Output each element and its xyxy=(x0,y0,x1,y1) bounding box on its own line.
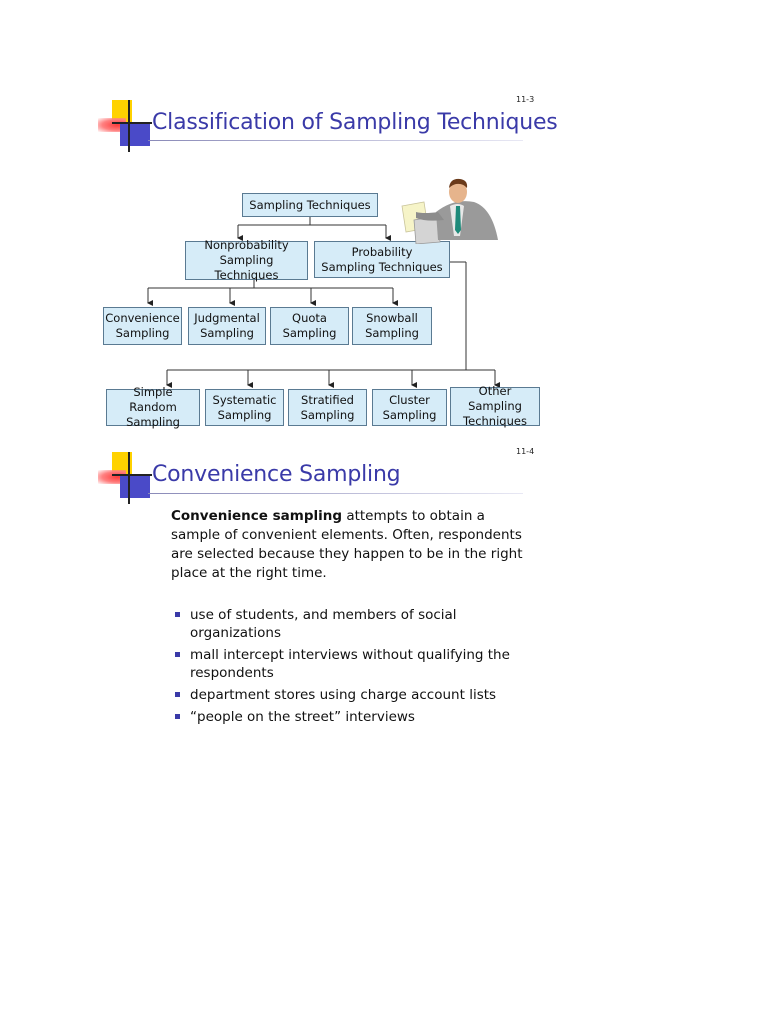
list-item: mall intercept interviews without qualif… xyxy=(172,646,532,682)
node-snowball: Snowball Sampling xyxy=(352,307,432,345)
bullet-square-icon xyxy=(175,692,180,697)
list-item: department stores using charge account l… xyxy=(172,686,532,704)
page-number: 11-4 xyxy=(516,447,535,456)
intro-bold-term: Convenience sampling xyxy=(171,508,343,524)
slide-classification: 11-3 Classification of Sampling Techniqu… xyxy=(0,0,768,440)
slide-logo-icon xyxy=(98,100,158,160)
node-cluster: Cluster Sampling xyxy=(372,389,447,426)
presenter-clipart-icon xyxy=(401,178,498,244)
node-nonprobability: Nonprobability Sampling Techniques xyxy=(185,238,308,282)
node-quota: Quota Sampling xyxy=(270,307,349,345)
list-item: “people on the street” interviews xyxy=(172,708,532,726)
node-judgmental: Judgmental Sampling xyxy=(188,307,266,345)
node-stratified: Stratified Sampling xyxy=(288,389,367,426)
bullet-square-icon xyxy=(175,612,180,617)
node-systematic: Systematic Sampling xyxy=(205,389,284,426)
title-underline xyxy=(148,493,523,494)
page-number: 11-3 xyxy=(516,95,535,104)
node-simple-random: Simple Random Sampling xyxy=(106,385,200,429)
slide-logo-icon xyxy=(98,452,158,512)
node-sampling-techniques: Sampling Techniques xyxy=(242,193,378,217)
intro-paragraph: Convenience sampling attempts to obtain … xyxy=(171,507,531,583)
bullet-square-icon xyxy=(175,652,180,657)
slide-title: Convenience Sampling xyxy=(152,462,401,487)
tree-connectors xyxy=(147,217,500,388)
title-underline xyxy=(148,140,523,141)
slide-convenience: 11-4 Convenience Sampling xyxy=(0,440,768,740)
node-convenience: Convenience Sampling xyxy=(103,307,182,345)
bullet-square-icon xyxy=(175,714,180,719)
node-probability: Probability Sampling Techniques xyxy=(314,241,450,278)
list-item: use of students, and members of social o… xyxy=(172,606,532,642)
slide-title: Classification of Sampling Techniques xyxy=(152,110,558,135)
node-other-sampling: Other Sampling Techniques xyxy=(450,384,540,428)
intro-text: attempts to obtain a sample of convenien… xyxy=(171,508,523,581)
bullet-list: use of students, and members of social o… xyxy=(172,606,532,730)
